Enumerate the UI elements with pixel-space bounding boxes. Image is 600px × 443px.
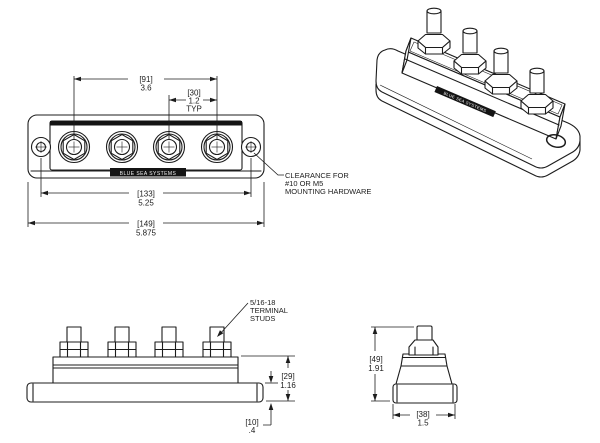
dim-stud-span-in: 3.6	[140, 84, 152, 93]
brand-label-band	[110, 168, 186, 177]
side-base-flange	[26, 382, 264, 403]
iso-base-thickness	[375, 83, 581, 178]
iso-base-inset-line	[379, 84, 533, 160]
terminal-stud	[59, 326, 89, 358]
end-view	[392, 325, 458, 404]
terminal-stud	[107, 326, 137, 358]
plan-body-top-edge	[50, 121, 242, 126]
dim-base-width-mm: [38]	[416, 410, 429, 419]
side-base-end-lines	[32, 383, 258, 402]
dim-stud-pitch-in: 1.2	[188, 97, 200, 106]
dim-body-height: [29] 1.16	[241, 355, 296, 402]
dim-overall-height-in: 1.91	[368, 364, 384, 373]
dim-stud-pitch: [30] 1.2 TYP	[168, 89, 217, 140]
end-body-seams	[400, 356, 448, 367]
side-view	[26, 326, 264, 403]
dim-body-height-mm: [29]	[281, 372, 294, 381]
clearance-note-line3: MOUNTING HARDWARE	[285, 187, 371, 196]
dim-stud-span: [91] 3.6	[73, 75, 218, 140]
side-body-seams	[52, 364, 239, 369]
mounting-hole	[240, 136, 262, 158]
dim-overall-height: [49] 1.91	[368, 326, 414, 402]
stud-note-line2: TERMINAL	[250, 306, 288, 315]
dim-mount-spacing: [133] 5.25	[40, 158, 252, 208]
mounting-hole	[545, 133, 567, 149]
end-base-end-lines	[396, 384, 454, 403]
dim-base-thickness-in: .4	[249, 426, 256, 435]
terminal-stud	[202, 326, 232, 358]
terminal-stud	[105, 130, 139, 164]
dim-base-thickness-mm: [10]	[245, 418, 258, 427]
dim-base-width-in: 1.5	[417, 419, 429, 428]
dim-mount-spacing-in: 5.25	[138, 199, 154, 208]
iso-body-right-face	[555, 103, 566, 140]
end-insulator-body	[395, 353, 453, 385]
dim-stud-pitch-mm: [30]	[187, 89, 200, 98]
terminal-stud	[453, 27, 487, 75]
dim-overall-height-mm: [49]	[369, 355, 382, 364]
iso-body-left-face	[401, 37, 412, 74]
dim-overall-length-mm: [149]	[137, 220, 155, 229]
isometric-view: BLUE SEA SYSTEMS	[375, 7, 581, 178]
stud-note-line3: STUDS	[250, 314, 275, 323]
dim-overall-length: [149] 5.875	[27, 182, 265, 238]
brand-label-text: BLUE SEA SYSTEMS	[120, 171, 177, 177]
end-nut-facets	[414, 346, 434, 356]
terminal-stud	[417, 7, 451, 55]
mounting-hole	[30, 136, 52, 158]
dim-base-width: [38] 1.5	[392, 404, 456, 428]
terminal-stud	[484, 47, 518, 95]
dim-stud-span-mm: [91]	[139, 75, 152, 84]
dim-body-height-in: 1.16	[280, 381, 296, 390]
dim-base-thickness: [10] .4	[245, 371, 278, 435]
dim-stud-pitch-typ: TYP	[186, 105, 202, 114]
end-base-flange	[392, 383, 458, 404]
stud-note-line1: 5/16-18	[250, 298, 275, 307]
dim-mount-spacing-mm: [133]	[137, 190, 155, 199]
dim-overall-length-in: 5.875	[136, 229, 157, 238]
side-insulator-body	[52, 356, 239, 384]
plan-view: BLUE SEA SYSTEMS	[27, 114, 265, 179]
end-stud-nut	[408, 339, 439, 356]
stud-note: 5/16-18 TERMINAL STUDS	[217, 298, 288, 337]
clearance-note-line2: #10 OR M5	[285, 179, 323, 188]
clearance-note-line1: CLEARANCE FOR	[285, 171, 349, 180]
clearance-note: CLEARANCE FOR #10 OR M5 MOUNTING HARDWAR…	[253, 152, 371, 196]
terminal-stud	[154, 326, 184, 358]
